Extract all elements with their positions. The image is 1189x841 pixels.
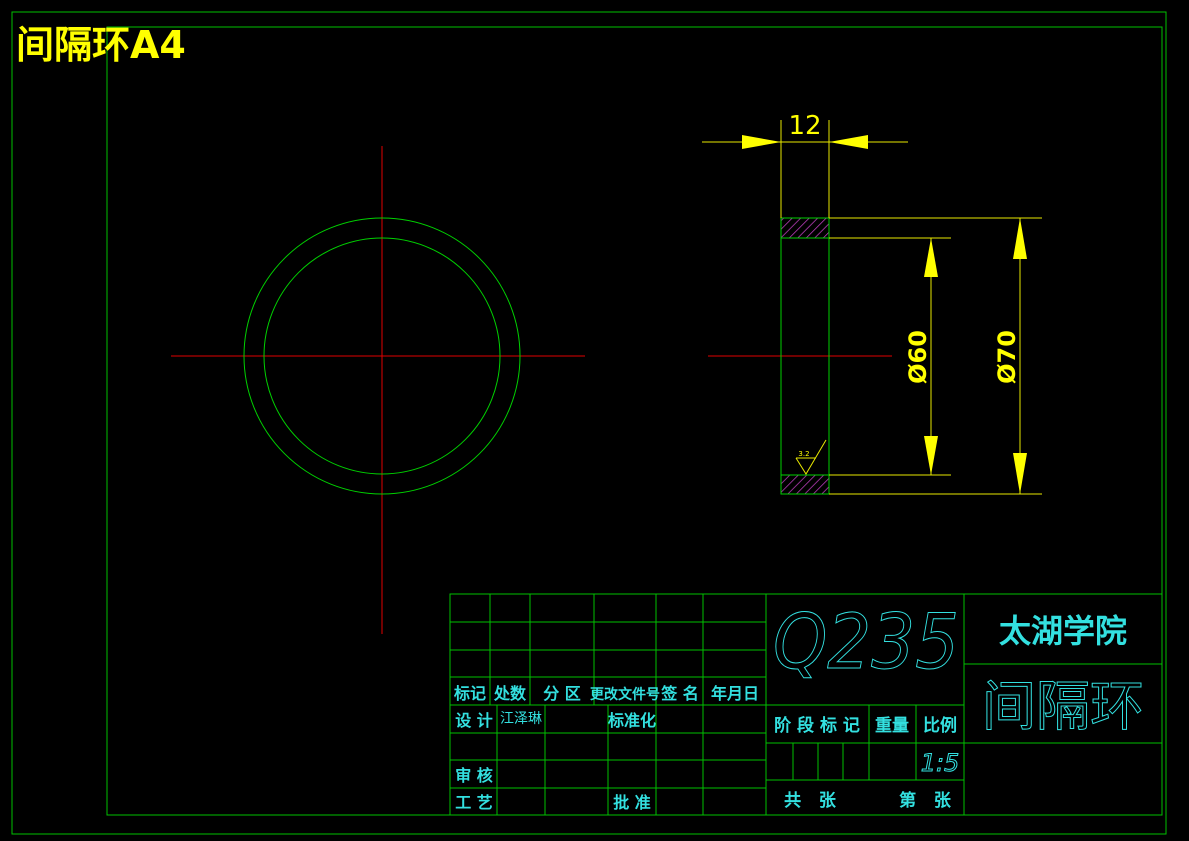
part-name: 间隔环 [982,675,1144,738]
standardize-label: 标准化 [607,711,656,730]
sheet-title: 间隔环A4 [16,23,186,67]
roughness-value: 3.2 [798,450,809,458]
front-view [171,146,585,634]
outer-circle [243,217,521,495]
roughness-symbol: 3.2 [795,439,827,475]
header-sign: 签 名 [660,684,699,703]
dim-arrow-outer-top [1013,218,1027,259]
scale-label: 比例 [923,715,957,736]
designer-name: 江泽琳 [500,711,542,727]
review-label: 审 核 [455,766,493,785]
section-view: 12 Ø60 Ø70 3.2 [702,111,1042,495]
header-date: 年月日 [711,684,759,703]
weight-label: 重量 [875,715,909,736]
total-sheets-label: 共 张 [784,791,837,811]
dim-arrow-inner-bottom [924,436,938,475]
header-count: 处数 [493,684,527,703]
process-label: 工 艺 [455,793,493,812]
dim-arrow-inner-top [924,238,938,277]
school-name: 太湖学院 [999,612,1127,650]
dim-arrow-left [742,135,781,149]
material-label: Q235 [773,597,959,686]
outer-frame [11,11,1167,835]
inner-circle [263,237,501,475]
dim-arrow-outer-bottom [1013,453,1027,494]
dim-inner-diameter-label: Ø60 [904,330,932,384]
approve-label: 批 准 [613,793,651,812]
sheet-number-label: 第 张 [899,790,952,811]
hatch-top [780,217,830,239]
design-label: 设 计 [455,711,493,730]
header-zone: 分 区 [543,684,581,703]
header-mark: 标记 [453,684,486,703]
dim-outer-diameter-label: Ø70 [993,330,1021,384]
scale-value: 1:5 [921,749,960,777]
title-block [449,593,1163,816]
header-change-doc: 更改文件号 [590,686,660,703]
dim-width-label: 12 [788,111,821,141]
stage-mark-label: 阶 段 标 记 [774,715,860,736]
dim-arrow-right [829,135,868,149]
hatch-bottom [780,474,830,495]
